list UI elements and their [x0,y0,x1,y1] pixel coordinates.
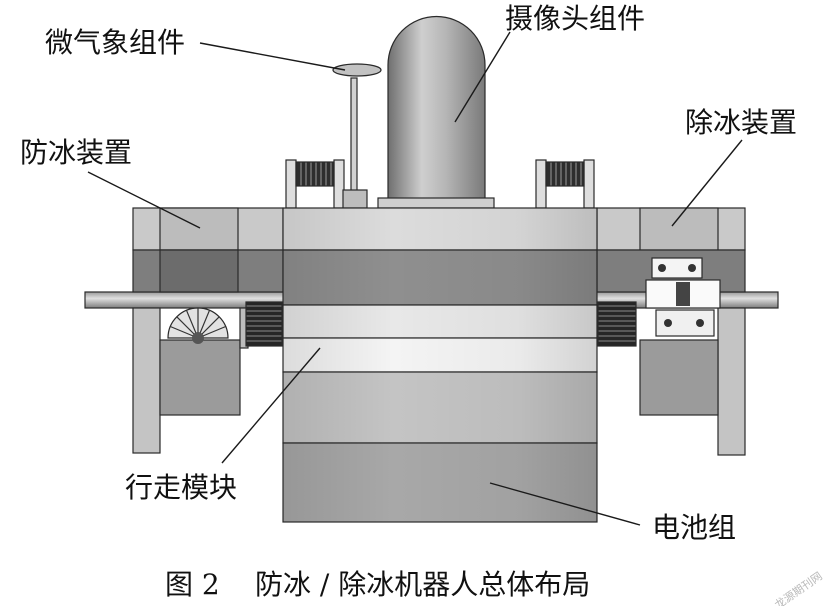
de-ice-lower-box [639,339,719,416]
de-ice-right-pod [717,307,746,456]
watermark: 龙源期刊网 [772,569,825,606]
leader-lines [87,31,743,526]
leader-battery [489,482,641,526]
top-clamp-left [285,159,345,209]
left-drive-coil [245,301,283,347]
anti-ice-device [132,207,284,454]
anti-ice-inner-band [159,249,239,293]
label-walking: 行走模块 [125,471,237,504]
camera-dome [387,15,486,206]
brush-wheel [167,307,229,344]
caption-number: 图 2 [165,568,220,601]
weather-station [332,63,382,209]
leader-camera [454,31,511,123]
label-anti-ice: 防冰装置 [20,136,132,169]
body-shading [283,208,597,522]
anti-ice-top-box [159,207,239,251]
label-de-ice: 除冰装置 [685,106,797,139]
label-camera: 摄像头组件 [505,2,645,35]
label-weather: 微气象组件 [45,26,185,59]
caption-text: 防冰 / 除冰机器人总体布局 [255,568,590,601]
label-battery: 电池组 [652,511,736,544]
weather-sensor-disk [332,63,382,77]
robot-main-body [282,207,598,523]
leader-de-ice [671,139,743,227]
anti-ice-left-pod [132,307,161,454]
anti-ice-lower-box [159,339,241,416]
camera-module [377,15,495,209]
weather-pole [350,77,358,194]
leader-walking [221,347,321,464]
top-clamp-right [535,159,595,209]
de-ice-clamp-assembly [645,257,721,337]
right-drive-coil [597,301,637,347]
leader-anti-ice [87,171,201,229]
de-ice-top-box [639,207,719,251]
weather-base [342,189,368,209]
de-ice-device [596,207,746,456]
leader-weather [199,42,346,71]
camera-base [377,197,495,209]
